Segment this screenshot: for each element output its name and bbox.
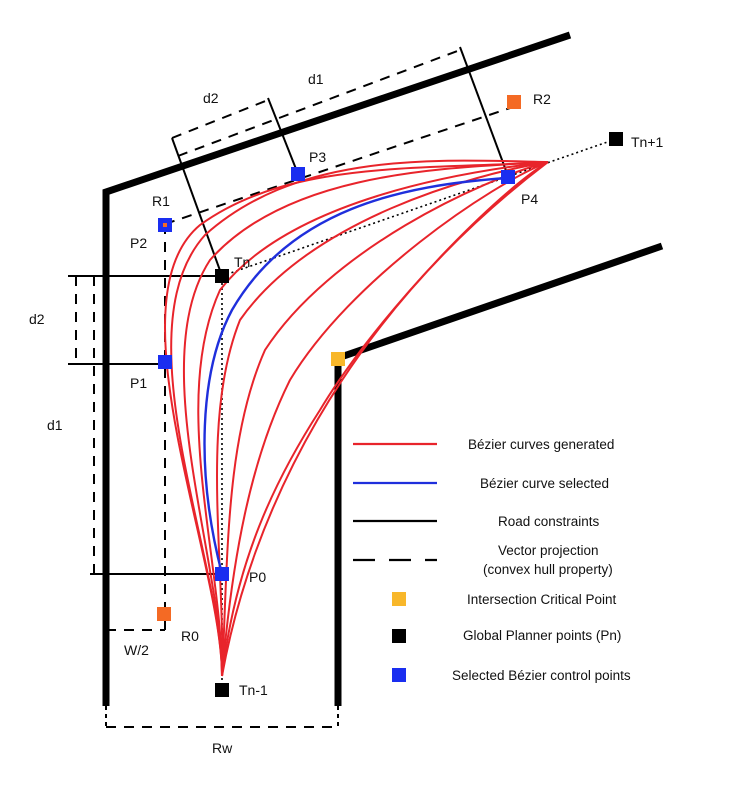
label-p0: P0 [249, 569, 266, 585]
generated-curves [164, 159, 549, 677]
constraint-lines [68, 46, 509, 575]
p3-perpendicular-line [267, 97, 299, 175]
red-curve [221, 161, 549, 677]
label-p2: P2 [130, 235, 147, 251]
region-point-r0 [157, 607, 171, 621]
legend-label-planner: Global Planner points (Pn) [463, 628, 621, 643]
red-curve [221, 161, 549, 677]
p4-perpendicular-line [459, 46, 509, 177]
legend-label-red: Bézier curves generated [468, 437, 614, 452]
planner-point-tn-minus-1 [215, 683, 229, 697]
label-tn-plus-1: Tn+1 [631, 134, 664, 150]
points [157, 95, 623, 697]
label-d1-top: d1 [308, 71, 324, 87]
d2-top-dim [171, 99, 269, 139]
red-curve [197, 161, 549, 677]
legend-label-dashed-1: Vector projection [498, 543, 599, 558]
red-curve [183, 161, 549, 677]
red-curve [164, 161, 549, 677]
legend-label-control: Selected Bézier control points [452, 668, 631, 683]
label-rw: Rw [212, 740, 233, 756]
label-p3: P3 [309, 149, 326, 165]
control-point-p4 [501, 170, 515, 184]
region-point-r2 [507, 95, 521, 109]
label-r1: R1 [152, 193, 170, 209]
legend-swatch-critical [392, 592, 406, 606]
label-d2-left: d2 [29, 311, 45, 327]
label-p4: P4 [521, 191, 538, 207]
legend: Bézier curves generated Bézier curve sel… [353, 437, 631, 683]
control-point-p3 [291, 167, 305, 181]
lane-center-diagonal [164, 107, 511, 225]
label-r0: R0 [181, 628, 199, 644]
legend-swatch-planner [392, 629, 406, 643]
dimension-labels: d2 d1 d2 d1 W/2 Rw [29, 71, 324, 756]
label-w2: W/2 [124, 642, 149, 658]
legend-label-blue: Bézier curve selected [480, 476, 609, 491]
label-d2-top: d2 [203, 90, 219, 106]
critical-point [331, 352, 345, 366]
d1-top-dim [177, 49, 461, 157]
label-p1: P1 [130, 375, 147, 391]
planner-point-tn [215, 269, 229, 283]
red-curve [221, 161, 549, 677]
region-point-r1 [163, 223, 167, 227]
control-point-p0 [215, 567, 229, 581]
legend-swatch-control [392, 668, 406, 682]
tn-perpendicular-line [171, 137, 223, 277]
red-curve [221, 161, 549, 677]
legend-label-dashed-2: (convex hull property) [483, 562, 613, 577]
label-tn-minus-1: Tn-1 [239, 682, 268, 698]
road-outer-boundary [102, 31, 572, 706]
control-point-p1 [158, 355, 172, 369]
legend-label-road: Road constraints [498, 514, 600, 529]
label-d1-left: d1 [47, 417, 63, 433]
global-planner-path [221, 138, 617, 690]
label-tn: Tn [234, 254, 250, 270]
planner-point-tn-plus-1 [609, 132, 623, 146]
legend-label-critical: Intersection Critical Point [467, 592, 617, 607]
dashed-lines [75, 49, 511, 728]
point-labels: R1 P2 R2 P3 P4 Tn+1 Tn P1 P0 R0 Tn-1 [130, 91, 664, 698]
selected-curve [203, 176, 509, 575]
label-r2: R2 [533, 91, 551, 107]
